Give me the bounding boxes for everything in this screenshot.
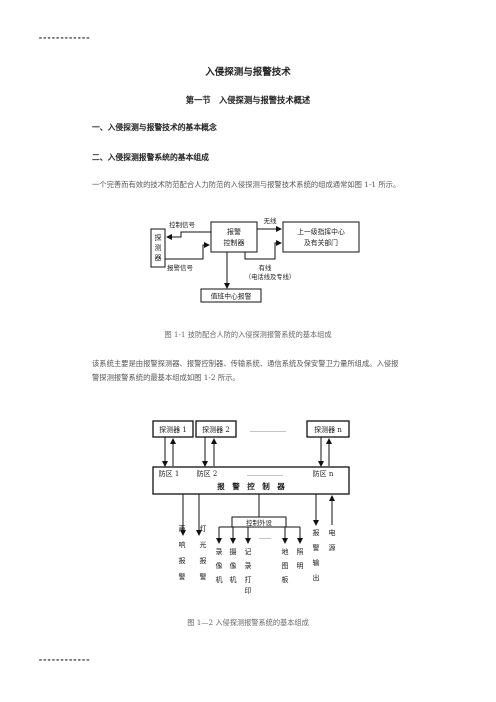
fig2-out-lighting-1: 照 — [297, 548, 304, 556]
fig2-out-sound-1: 声 — [179, 524, 186, 533]
fig1-alarm-signal-label: 报警信号 — [167, 263, 194, 272]
fig2-controller-label: 报 警 控 制 器 — [217, 481, 285, 491]
fig1-detector-char-1: 探 — [155, 233, 162, 242]
fig1-command-line-2: 及有关部门 — [304, 238, 338, 247]
fig2-out-lighting-2: 明 — [297, 562, 304, 570]
fig2-out-alarm-output-3: 输 — [313, 558, 320, 567]
fig2-out-recorder-1: 录 — [216, 548, 223, 556]
fig2-out-map-3: 板 — [282, 575, 289, 584]
heading-basic-composition: 二、入侵探测报警系统的基本组成 — [92, 153, 209, 162]
section-title: 第一节 入侵探测与报警技术概述 — [185, 95, 311, 105]
fig2-out-alarm-output-1: 报 — [313, 528, 320, 537]
fig2-out-alarm-output-2: 警 — [313, 543, 320, 552]
caption-figure-1-1: 图 1-1 技防配合人防的入侵探测报警系统的基本组成 — [164, 330, 332, 339]
fig2-out-recorder-3: 机 — [216, 575, 223, 584]
paragraph-components-line-1: 该系统主要是由报警探测器、报警控制器、传输系统、通信系统及保安警卫力量所组成。入… — [92, 359, 399, 368]
heading-basic-concept: 一、入侵探测与报警技术的基本概念 — [92, 123, 217, 132]
paragraph-intro: 一个完善而有效的技术防范配合人力防范的入侵探测与报警技术系统的组成通常如图 1-… — [92, 180, 401, 189]
fig1-command-line-1: 上一级指挥中心 — [297, 227, 345, 236]
fig2-detector-n: 探测器 n — [314, 425, 342, 434]
fig2-out-sound-2: 响 — [179, 540, 186, 549]
fig2-zone-2: 防区 2 — [197, 469, 218, 478]
fig2-out-map-1: 地 — [282, 547, 289, 556]
fig2-out-camera-1: 摄 — [230, 547, 237, 556]
fig1-wired-note: （电话线及专线） — [245, 272, 295, 281]
fig1-controller-line-2: 控制器 — [224, 238, 245, 247]
fig2-zone-1: 防区 1 — [159, 469, 180, 478]
fig1-controller-line-1: 报警 — [227, 227, 241, 236]
fig2-detector-2: 探测器 2 — [202, 425, 230, 434]
figure-1-2-diagram: 探测器 1 探测器 2 ……………… 探测器 n 防区 1 防区 2 ……………… — [152, 420, 350, 595]
fig1-duty-center: 值班中心报警 — [211, 292, 252, 301]
fig2-detector-dots: ……………… — [250, 427, 286, 434]
fig2-detector-1: 探测器 1 — [159, 425, 187, 434]
fig2-out-recorder-2: 像 — [216, 561, 223, 570]
fig2-out-alarm-output-4: 出 — [313, 573, 320, 582]
caption-figure-1-2: 图 1—2 入侵探测报警系统的基本组成 — [187, 618, 309, 627]
fig2-out-print-3: 打 — [245, 575, 252, 584]
fig1-detector-char-2: 测 — [155, 244, 162, 252]
fig2-zone-n: 防区 n — [313, 469, 334, 478]
fig2-out-sound-4: 警 — [179, 572, 186, 581]
fig2-out-power-1: 电 — [329, 528, 336, 537]
document-title: 入侵探测与报警技术 — [205, 67, 291, 78]
fig2-out-light-3: 报 — [200, 556, 207, 565]
fig2-zone-dots: ……………… — [247, 471, 283, 478]
fig2-out-print-2: 录 — [245, 562, 252, 570]
fig2-peripherals-label: 控制外设 — [246, 518, 273, 527]
fig1-detector-char-3: 器 — [155, 254, 162, 262]
fig2-out-print-4: 印 — [245, 587, 252, 595]
fig2-out-camera-3: 机 — [230, 575, 237, 584]
fig2-out-power-2: 源 — [329, 543, 336, 552]
fig2-out-camera-2: 像 — [230, 561, 237, 570]
fig1-control-signal-label: 控制信号 — [169, 220, 196, 229]
fig2-out-light-4: 警 — [200, 572, 207, 581]
top-rule: ------------ — [38, 33, 90, 42]
bottom-rule: ------------ — [38, 655, 90, 664]
paragraph-components-line-2: 警探测报警系统的最基本组成如图 1-2 所示。 — [92, 373, 240, 382]
fig2-out-light-2: 光 — [200, 540, 207, 549]
fig2-out-light-1: 灯 — [200, 524, 207, 533]
fig2-peripheral-dots: …… — [259, 534, 271, 541]
fig2-out-print-1: 记 — [245, 548, 252, 556]
figure-1-1-diagram: 探 测 器 报警 控制器 上一级指挥中心 及有关部门 控制信号 报警信号 无线 … — [150, 216, 360, 303]
fig1-wired-label: 有线 — [259, 263, 273, 272]
fig2-out-sound-3: 报 — [179, 556, 186, 565]
fig2-out-map-2: 图 — [282, 562, 289, 570]
fig1-wireless-label: 无线 — [264, 216, 278, 225]
